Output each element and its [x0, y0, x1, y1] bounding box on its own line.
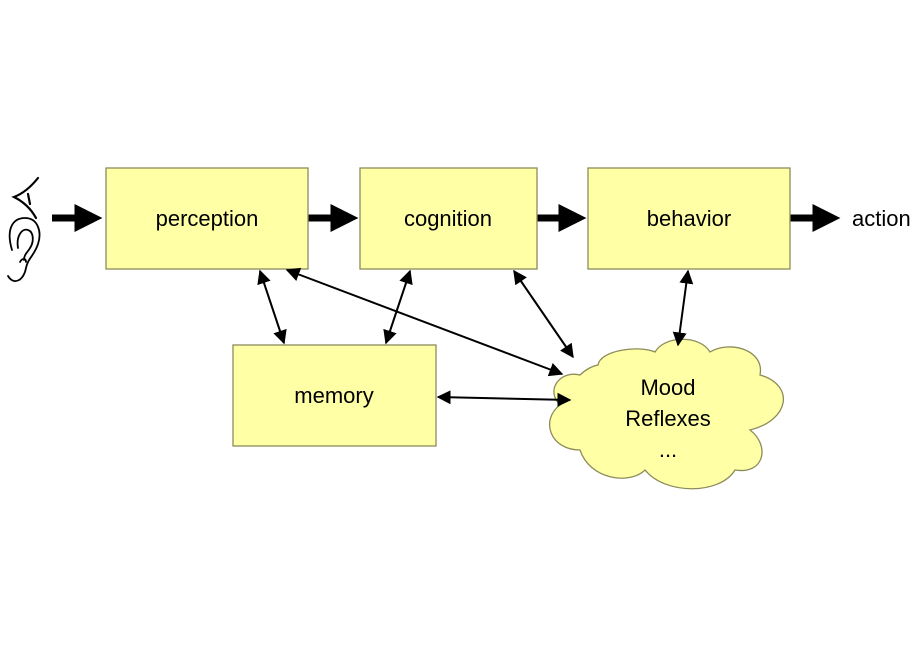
mood-reflexes-cloud: Mood Reflexes ... [549, 338, 785, 490]
memory-label: memory [294, 383, 373, 408]
behavior-box: behavior [587, 167, 791, 270]
cloud-line-reflexes: Reflexes [625, 406, 711, 431]
perception-box: perception [105, 167, 309, 270]
cognition-cloud-arrow [513, 269, 574, 359]
connection-arrows [257, 267, 694, 407]
cloud-line-mood: Mood [640, 375, 695, 400]
cognition-label: cognition [404, 206, 492, 231]
perception-label: perception [156, 206, 259, 231]
eye-icon [11, 176, 40, 220]
ear-icon [7, 217, 41, 282]
cognition-memory-arrow [383, 269, 413, 345]
behavior-cloud-arrow [672, 269, 694, 347]
cloud-line-ellipsis: ... [659, 437, 677, 462]
memory-cloud-arrow [436, 390, 572, 407]
behavior-label: behavior [647, 206, 731, 231]
memory-box: memory [232, 344, 437, 447]
action-label: action [852, 206, 911, 231]
cognition-box: cognition [359, 167, 538, 270]
perception-memory-arrow [257, 269, 287, 345]
